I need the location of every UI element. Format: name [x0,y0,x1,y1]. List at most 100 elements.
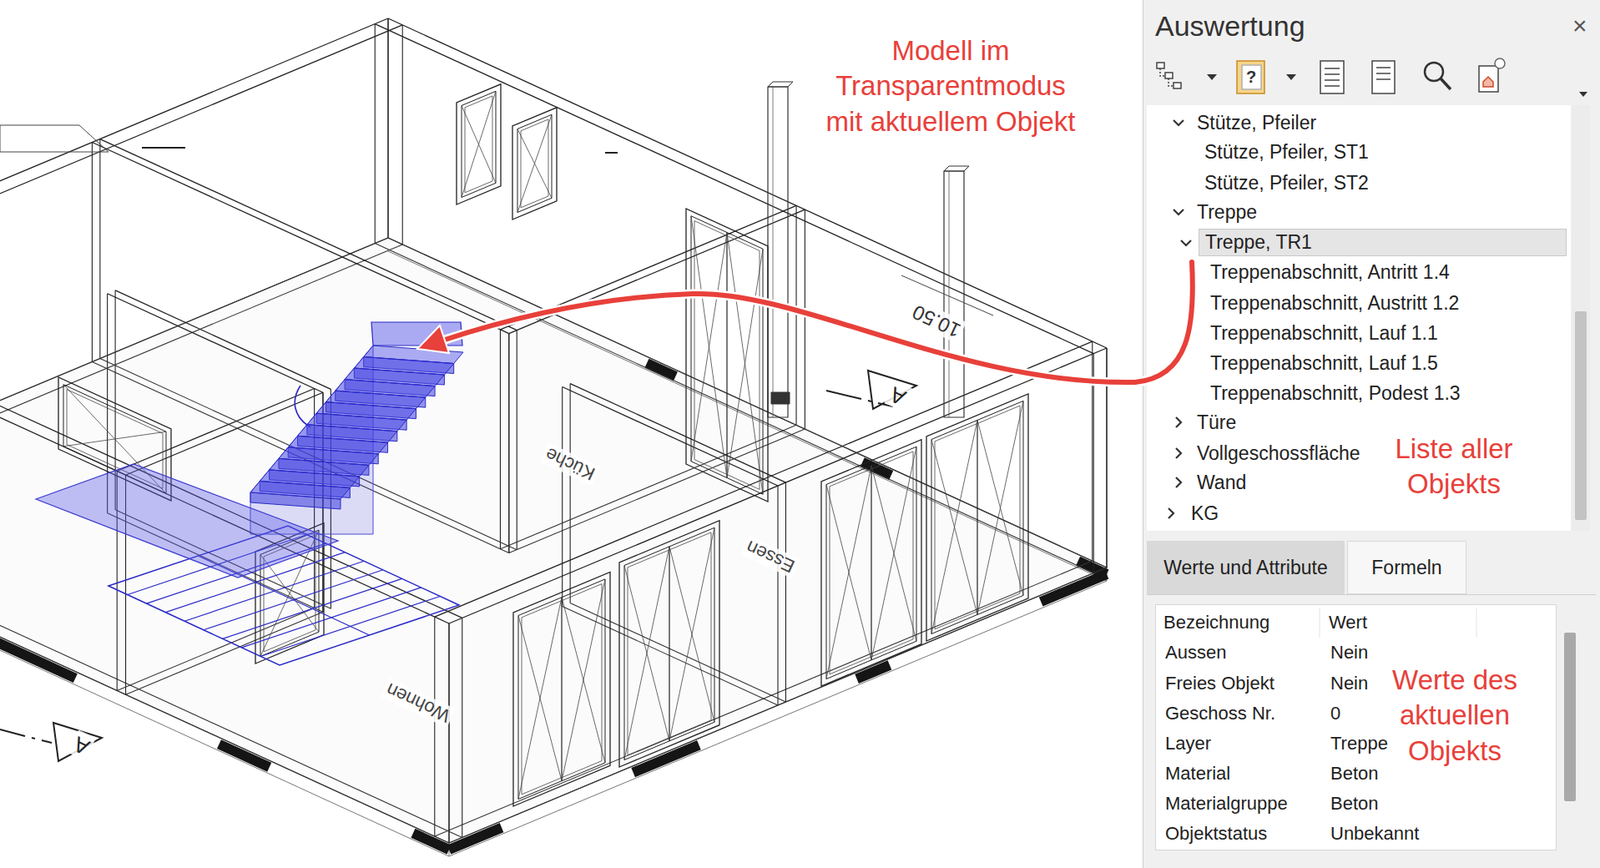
toolbar-icon [1376,67,1391,80]
toolbar-icon [1286,74,1297,81]
tree-item: Wand [1196,471,1247,494]
wall-line [562,606,778,707]
wall-line [499,329,501,550]
window-frame [627,532,712,756]
wall-line [99,139,101,359]
wall-line [0,287,463,618]
window-frame [821,439,922,687]
tree-item: Treppenabschnitt, Podest 1.3 [1210,382,1461,404]
window-frame [456,84,501,205]
window-frame [934,405,1020,630]
window-opening [691,232,727,461]
column [948,171,950,418]
window-opening [977,419,1024,596]
wall-line [387,18,389,238]
toolbar-icon [1160,68,1174,86]
window-frame [826,446,917,679]
table-cell: Layer [1165,732,1212,754]
table-header: Wert [1328,611,1368,633]
wall-line [561,387,563,607]
wall-line [508,333,510,554]
wall-line [107,293,324,394]
toolbar-icon [1165,72,1173,79]
callout-arrow [442,262,1193,383]
toolbar-icon [1156,62,1165,69]
window-opening [624,546,670,761]
wall-cut [449,827,502,850]
window-opening [561,579,606,782]
section-line [0,729,52,743]
callout-arrow [417,325,450,354]
window-frame [624,527,715,760]
scrollbar-thumb [1564,632,1576,802]
wall-line [434,341,1093,617]
window-opening [518,597,562,800]
tree-chevron [1176,477,1182,488]
tree-chevron [1168,508,1174,519]
wall-line [374,24,376,244]
window-frame [513,571,611,807]
column [767,81,793,87]
wall-line [1091,341,1093,561]
tree-chevron [1181,240,1192,246]
window-opening [517,114,552,212]
wall-line [570,603,786,703]
table-cell: Nein [1330,641,1368,663]
dimension-tick [141,146,186,149]
tree-chevron [1176,417,1182,428]
tab: Werte und Attribute [1146,540,1345,595]
window-opening [669,527,715,742]
wall-line [374,24,1094,354]
table-cell: 0 [1330,702,1341,724]
wall-line [804,209,806,430]
section-letter: A [883,380,913,412]
toolbar-icon [1478,65,1499,92]
annotation: Werte des aktuellen Objekts [1383,662,1526,771]
table-cell: Objektstatus [1165,822,1267,844]
window-mullion [668,546,670,742]
wall-line [461,617,463,838]
wall-line [570,383,786,483]
item-text: Werte und Attribute [1163,556,1328,580]
window-opening [461,90,496,197]
toolbar-icon [1206,74,1217,81]
dimension-tick [605,151,618,154]
window-frame [926,393,1029,642]
window-frame [931,400,1024,634]
wall-line [448,623,450,843]
window-frame [619,520,720,768]
toolbar-icon [1324,68,1340,86]
window-mullion [560,597,562,782]
tree-item: Treppenabschnitt, Lauf 1.1 [1210,322,1439,344]
window-mullion [870,465,872,661]
wall-cut [0,641,76,678]
wall-line [434,616,435,837]
window-opening [691,216,727,479]
stair-winder [294,385,311,428]
column [943,171,965,418]
wall-cut [413,832,450,850]
wall-cut [857,665,890,680]
toolbar-icon [1440,78,1451,90]
wall-line [0,237,389,514]
window-opening [826,465,872,680]
window-opening [871,446,917,661]
table-cell: Nein [1330,672,1368,694]
tab-line [1146,594,1596,596]
table-cell: Freies Objekt [1165,672,1275,694]
wall-line [116,608,314,692]
column [943,166,970,172]
column [767,86,788,418]
wall-line [126,611,324,695]
tree-item: Treppenabschnitt, Antritt 1.4 [1210,261,1450,283]
window-frame [829,451,914,675]
wall-cut [218,744,269,768]
tree-item: Vollgeschossfläche [1196,442,1361,465]
toolbar-icon [1424,62,1444,81]
window-frame [694,221,760,490]
window-opening [63,431,167,447]
wall-line [509,429,806,554]
column [772,86,774,418]
wall-line [100,139,517,331]
window-opening [669,546,715,722]
